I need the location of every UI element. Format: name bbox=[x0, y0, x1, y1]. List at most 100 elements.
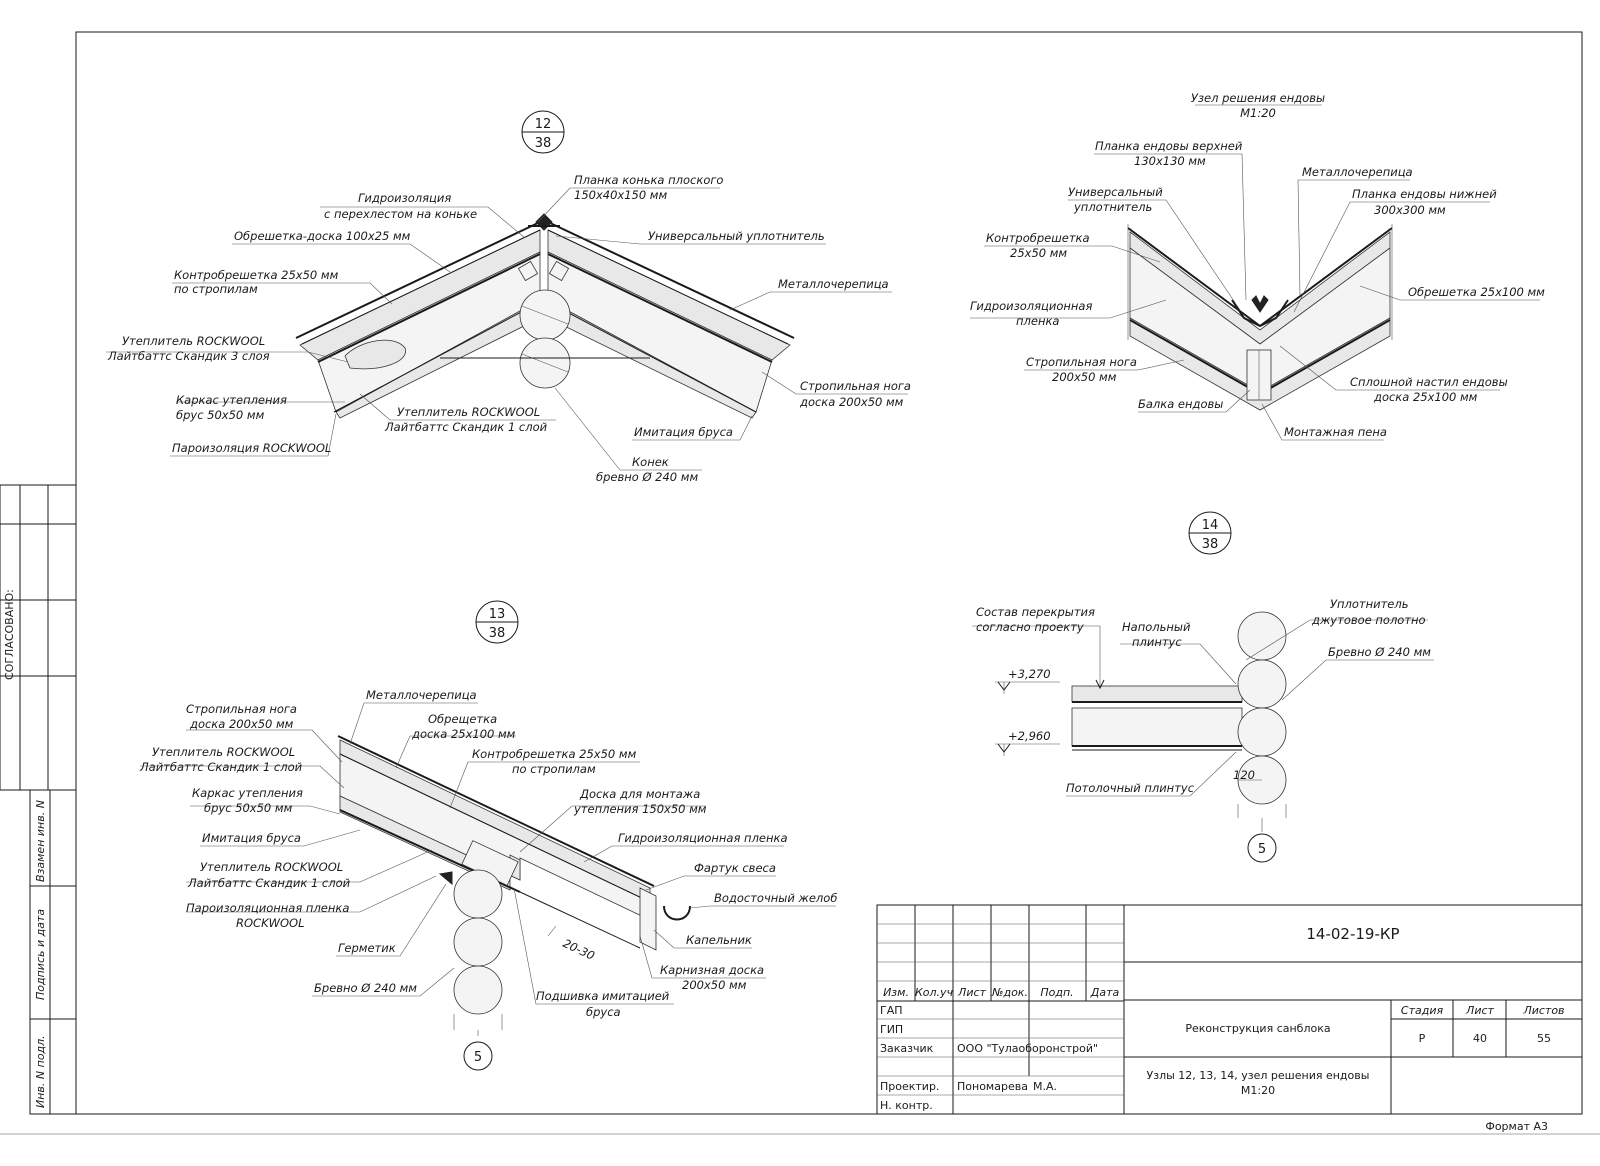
n13-drip: Капельник bbox=[686, 933, 752, 947]
n13-eave-2: 200х50 мм bbox=[682, 978, 747, 992]
n12-universal-seal: Универсальный уплотнитель bbox=[648, 229, 825, 243]
valley-foam: Монтажная пена bbox=[1284, 425, 1387, 439]
n13-rafter-2: доска 200х50 мм bbox=[189, 717, 294, 731]
n13-soffit-2: бруса bbox=[586, 1005, 621, 1019]
valley-deck-1: Сплошной настил ендовы bbox=[1350, 375, 1508, 389]
n13-frame-1: Каркас утепления bbox=[192, 786, 303, 800]
valley-film-2: пленка bbox=[1016, 314, 1059, 328]
node-13-marker: 13 38 bbox=[475, 600, 519, 644]
n12-rafter-1: Стропильная нога bbox=[800, 379, 911, 393]
side-replace: Взамен инв. N bbox=[34, 800, 47, 882]
n14-floor-2: согласно проекту bbox=[976, 620, 1084, 634]
side-agreed: СОГЛАСОВАНО: bbox=[3, 589, 16, 680]
tb-role-2: Заказчик bbox=[880, 1042, 934, 1055]
n12-insul3-1: Утеплитель ROCKWOOL bbox=[122, 334, 265, 348]
tb-sig-4: М.А. bbox=[1033, 1080, 1057, 1093]
tb-h-doc: №док. bbox=[991, 986, 1028, 999]
node-13-axis: 5 bbox=[463, 1041, 493, 1071]
n14-log: Бревно Ø 240 мм bbox=[1328, 645, 1431, 659]
n13-insul2-2: Лайтбаттс Скандик 1 слой bbox=[187, 876, 351, 890]
side-inv: Инв. N подл. bbox=[34, 1035, 47, 1108]
n13-board-2: утепления 150х50 мм bbox=[573, 802, 707, 816]
n13-soffit-1: Подшивка имитацией bbox=[536, 989, 670, 1003]
n13-frame-2: брус 50х50 мм bbox=[204, 801, 293, 815]
tb-code: 14-02-19-КР bbox=[1306, 925, 1399, 943]
n13-metal-tile: Металлочерепица bbox=[366, 688, 477, 702]
tb-role-4: Проектир. bbox=[880, 1080, 939, 1093]
valley-deck-2: доска 25х100 мм bbox=[1373, 390, 1478, 404]
svg-text:12: 12 bbox=[535, 117, 552, 132]
valley-seal-2: уплотнитель bbox=[1073, 200, 1152, 214]
valley-rafter-2: 200х50 мм bbox=[1052, 370, 1117, 384]
tb-role-1: ГИП bbox=[880, 1023, 903, 1036]
valley-metal-tile: Металлочерепица bbox=[1302, 165, 1413, 179]
tb-h-podp: Подп. bbox=[1040, 986, 1073, 999]
node-14-axis: 5 bbox=[1247, 833, 1277, 863]
n13-lathing-1: Обрещетка bbox=[428, 712, 497, 726]
node-14-floor: 14 38 5 +3,270 +2,960 bbox=[972, 511, 1434, 863]
node-14-marker: 14 38 bbox=[1188, 511, 1232, 555]
valley-rafter-1: Стропильная нога bbox=[1026, 355, 1137, 369]
tb-title-2: М1:20 bbox=[1241, 1084, 1275, 1097]
n14-skirting-2: плинтус bbox=[1132, 635, 1182, 649]
tb-h-list: Лист bbox=[957, 986, 986, 999]
n14-floor-1: Состав перекрытия bbox=[976, 605, 1095, 619]
title-block: Изм. Кол.уч Лист №док. Подп. Дата ГАП ГИ… bbox=[876, 904, 1583, 1115]
n12-imitation: Имитация бруса bbox=[634, 425, 733, 439]
tb-project: Реконструкция санблока bbox=[1185, 1022, 1330, 1035]
n13-lathing-2: доска 25х100 мм bbox=[411, 727, 516, 741]
n13-counter-1: Контробрешетка 25х50 мм bbox=[472, 747, 637, 761]
side-sign-date: Подпись и дата bbox=[34, 909, 47, 1000]
n12-counter-2: по стропилам bbox=[174, 282, 258, 296]
tb-stage: Р bbox=[1419, 1032, 1426, 1045]
tb-sheets: 55 bbox=[1537, 1032, 1551, 1045]
node-13-eave: 13 38 5 20-30 Ме bbox=[139, 600, 837, 1071]
n12-insul3-2: Лайтбаттс Скандик 3 слоя bbox=[107, 349, 270, 363]
n13-eave-1: Карнизная доска bbox=[660, 963, 764, 977]
n12-ridge-plank-2: 150х40х150 мм bbox=[574, 188, 667, 202]
n14-skirting-1: Напольный bbox=[1122, 620, 1191, 634]
n12-ridge-2: бревно Ø 240 мм bbox=[596, 470, 698, 484]
n12-insul1-2: Лайтбаттс Скандик 1 слой bbox=[384, 420, 548, 434]
svg-text:38: 38 bbox=[489, 626, 506, 641]
level-top: +3,270 bbox=[995, 667, 1060, 694]
n14-jute-1: Уплотнитель bbox=[1330, 597, 1409, 611]
n12-frame-1: Каркас утепления bbox=[176, 393, 287, 407]
node-12-marker: 12 38 bbox=[521, 110, 565, 154]
tb-h-izm: Изм. bbox=[883, 986, 909, 999]
valley-counter-2: 25х50 мм bbox=[1010, 246, 1067, 260]
tb-h-date: Дата bbox=[1090, 986, 1120, 999]
n13-gap: 20-30 bbox=[561, 936, 597, 963]
n13-vapor-2: ROCKWOOL bbox=[236, 916, 305, 930]
n12-vapor: Пароизоляция ROCKWOOL bbox=[172, 441, 331, 455]
n12-counter-1: Контробрешетка 25х50 мм bbox=[174, 268, 339, 282]
valley-top-plank-2: 130х130 мм bbox=[1134, 154, 1206, 168]
n12-ridge-plank-1: Планка конька плоского bbox=[574, 173, 723, 187]
valley-seal-1: Универсальный bbox=[1068, 185, 1163, 199]
tb-title-1: Узлы 12, 13, 14, узел решения ендовы bbox=[1147, 1069, 1370, 1082]
tb-sheet: 40 bbox=[1473, 1032, 1487, 1045]
svg-text:13: 13 bbox=[489, 607, 506, 622]
n13-imitation: Имитация бруса bbox=[202, 831, 301, 845]
n12-waterproof-1: Гидроизоляция bbox=[358, 191, 451, 205]
valley-bottom-plank-1: Планка ендовы нижней bbox=[1352, 187, 1497, 201]
n12-lathing: Обрешетка-доска 100х25 мм bbox=[234, 229, 411, 243]
n13-apron: Фартук свеса bbox=[694, 861, 776, 875]
svg-text:+2,960: +2,960 bbox=[1008, 729, 1051, 743]
valley-top-plank-1: Планка ендовы верхней bbox=[1095, 139, 1243, 153]
n12-ridge-1: Конек bbox=[632, 455, 669, 469]
valley-counter-1: Контробрешетка bbox=[986, 231, 1090, 245]
svg-text:14: 14 bbox=[1202, 518, 1219, 533]
svg-text:5: 5 bbox=[1258, 842, 1266, 857]
tb-name-2: ООО "Тулаоборонстрой" bbox=[957, 1042, 1098, 1055]
valley-lathing: Обрешетка 25х100 мм bbox=[1408, 285, 1545, 299]
n14-jute-2: джутовое полотно bbox=[1311, 613, 1426, 627]
n14-ceil-plinth: Потолочный плинтус bbox=[1066, 781, 1195, 795]
n13-insul-2: Лайтбаттс Скандик 1 слой bbox=[139, 760, 303, 774]
tb-role-0: ГАП bbox=[880, 1004, 903, 1017]
valley-bottom-plank-2: 300х300 мм bbox=[1374, 203, 1446, 217]
tb-role-5: Н. контр. bbox=[880, 1099, 933, 1112]
n12-frame-2: брус 50х50 мм bbox=[176, 408, 265, 422]
node-12-ridge: 12 38 Пл bbox=[106, 110, 911, 484]
n13-sealant: Герметик bbox=[338, 941, 396, 955]
